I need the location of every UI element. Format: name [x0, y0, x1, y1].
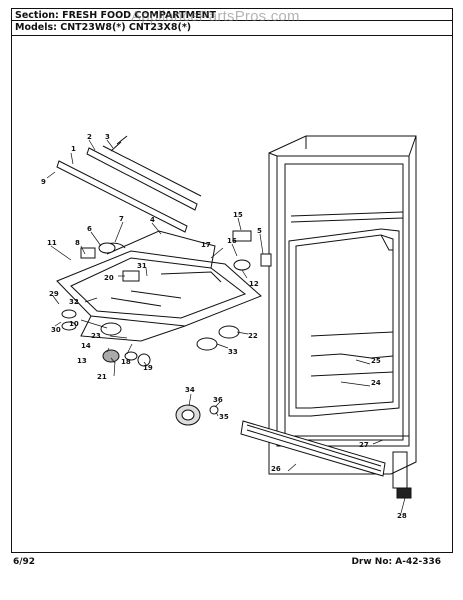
- callout-28: 28: [397, 512, 407, 520]
- callout-18: 18: [121, 358, 131, 366]
- callout-15: 15: [233, 211, 243, 219]
- callout-17: 17: [201, 241, 211, 249]
- callout-25: 25: [371, 357, 381, 365]
- callout-33: 33: [228, 348, 238, 356]
- callout-11: 11: [47, 239, 57, 247]
- diagram-frame: [11, 8, 453, 553]
- callout-20: 20: [104, 274, 114, 282]
- callout-32: 32: [69, 298, 79, 306]
- section-header: Section: FRESH FOOD COMPARTMENT: [15, 10, 457, 21]
- callout-1: 1: [71, 145, 76, 153]
- callout-9: 9: [41, 178, 46, 186]
- callout-labels: 1 2 3 4 5 6 7 8 9 10 11 12 13 14 15 16 1…: [41, 133, 407, 520]
- models-value: CNT23W8(*) CNT23X8(*): [60, 22, 192, 33]
- models-label: Models:: [15, 22, 57, 33]
- trim-strips-drawing: [56, 135, 202, 233]
- base-grille-drawing: [240, 420, 386, 477]
- callout-8: 8: [75, 239, 80, 247]
- cabinet-drawing: [268, 135, 417, 499]
- callout-5: 5: [257, 227, 262, 235]
- watermark-text: AppliancePartsPros.com: [131, 8, 300, 25]
- header-divider: [11, 20, 453, 21]
- callout-6: 6: [87, 225, 92, 233]
- callout-13: 13: [77, 357, 87, 365]
- callout-7: 7: [119, 215, 124, 223]
- callout-23: 23: [91, 332, 101, 340]
- callout-10: 10: [69, 320, 79, 328]
- callout-36: 36: [213, 396, 223, 404]
- callout-19: 19: [143, 364, 153, 372]
- callout-31: 31: [137, 262, 147, 270]
- callout-2: 2: [87, 133, 92, 141]
- header-bottom-divider: [11, 35, 453, 36]
- callout-26: 26: [271, 465, 281, 473]
- section-label: Section:: [15, 10, 59, 21]
- leader-lines: [46, 139, 406, 514]
- drawing-number: Drw No: A-42-336: [351, 557, 441, 567]
- models-header: Models: CNT23W8(*) CNT23X8(*): [15, 22, 457, 33]
- section-value: FRESH FOOD COMPARTMENT: [62, 10, 217, 21]
- callout-14: 14: [81, 342, 91, 350]
- callout-3: 3: [105, 133, 110, 141]
- exploded-view-diagram: 1 2 3 4 5 6 7 8 9 10 11 12 13 14 15 16 1…: [41, 133, 417, 520]
- callout-22: 22: [248, 332, 258, 340]
- callout-21: 21: [97, 373, 107, 381]
- callout-34: 34: [185, 386, 195, 394]
- callout-16: 16: [227, 237, 237, 245]
- revision-date: 6/92: [13, 557, 36, 567]
- callout-30: 30: [51, 326, 61, 334]
- callout-24: 24: [371, 379, 381, 387]
- parts-diagram-sheet: Section: FRESH FOOD COMPARTMENT Models: …: [11, 8, 455, 592]
- callout-35: 35: [219, 413, 229, 421]
- control-housing-drawing: [56, 230, 262, 342]
- callout-29: 29: [49, 290, 59, 298]
- callout-27: 27: [359, 441, 369, 449]
- callout-4: 4: [150, 216, 155, 224]
- small-parts-drawing: [61, 230, 272, 426]
- callout-12: 12: [249, 280, 259, 288]
